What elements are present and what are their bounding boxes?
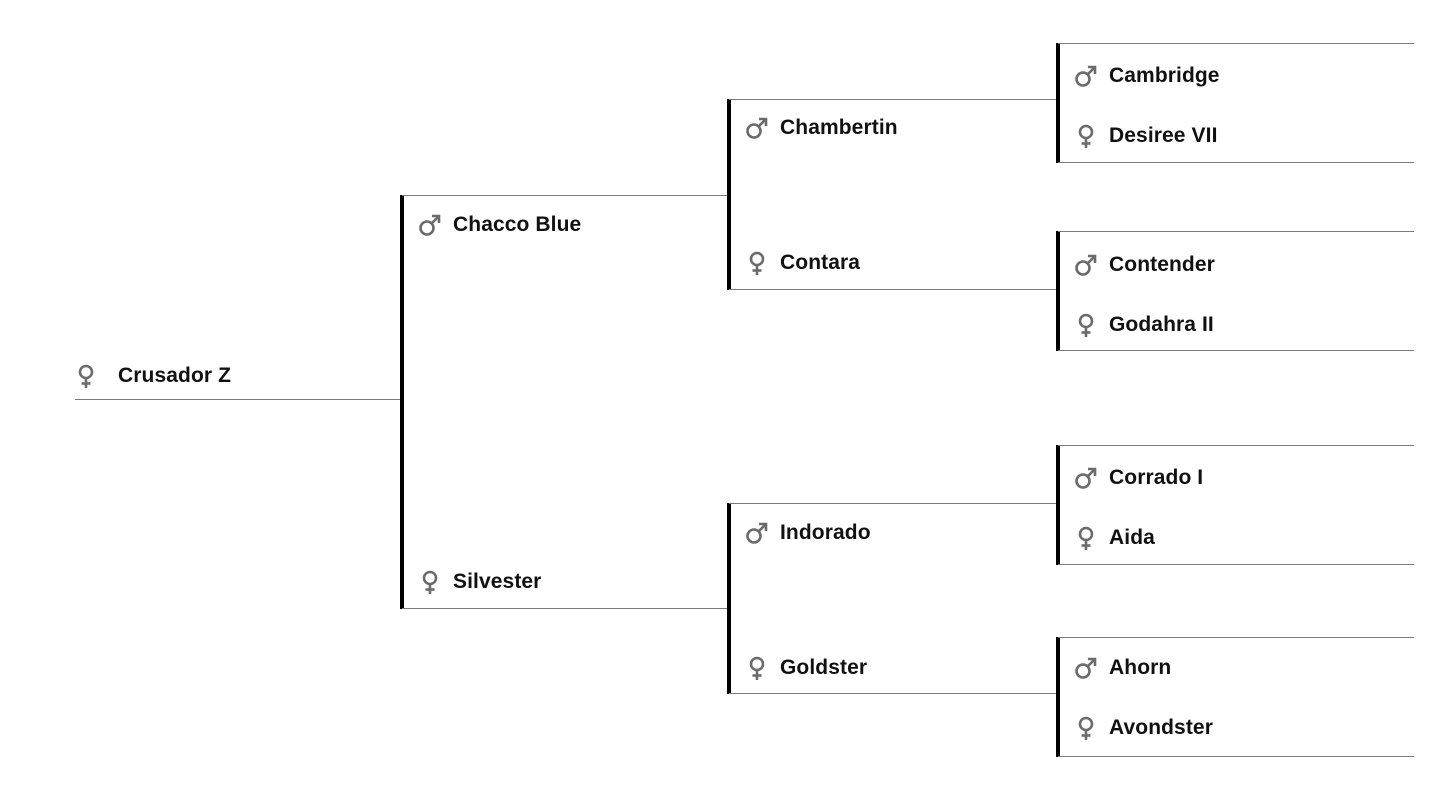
female-icon [1073,123,1099,149]
horse-name-dam-dam-sire: Ahorn [1109,656,1172,679]
pedigree-node-dam-dam-sire[interactable]: Ahorn [1073,651,1171,685]
horse-name-sire-dam-dam: Godahra II [1109,313,1214,336]
horse-name-sire: Chacco Blue [453,213,582,236]
female-icon [1073,525,1099,551]
horse-name-sire-dam: Contara [780,251,861,274]
connector-line-bottom [1058,756,1414,757]
pedigree-node-sire-dam-sire[interactable]: Contender [1073,248,1215,282]
connector-line-top [1058,43,1414,44]
generation-bar-dam-dam-parents [1056,637,1060,757]
connector-line-dam [402,608,729,609]
horse-name-sire-dam-sire: Contender [1109,253,1215,276]
horse-name-sire-sire-dam: Desiree VII [1109,124,1218,147]
connector-line-bottom [1058,350,1414,351]
male-icon [1073,465,1099,491]
generation-bar-dam-parents [727,503,731,694]
female-icon [744,250,770,276]
horse-name-dam-dam-dam: Avondster [1109,716,1213,739]
male-icon [744,115,770,141]
horse-name-dam-sire-dam: Aida [1109,526,1155,549]
generation-bar-sire-dam-parents [1056,231,1060,351]
horse-name-dam: Silvester [453,570,542,593]
connector-line-top [1058,231,1414,232]
female-icon [744,655,770,681]
connector-line-subject [75,399,403,400]
generation-bar-sire-sire-parents [1056,43,1060,163]
male-icon [417,212,443,238]
horse-name-dam-dam: Goldster [780,656,868,679]
connector-line-bottom [1058,564,1414,565]
pedigree-node-dam[interactable]: Silvester [417,565,541,599]
connector-line-dam-dam [729,693,1059,694]
male-icon [744,520,770,546]
generation-bar-dam-sire-parents [1056,445,1060,565]
generation-bar-parents [400,195,404,609]
pedigree-node-dam-sire-dam[interactable]: Aida [1073,521,1155,555]
pedigree-node-sire-sire-dam[interactable]: Desiree VII [1073,119,1218,153]
connector-line-top [1058,637,1414,638]
connector-line-sire-sire [729,99,1059,100]
male-icon [1073,655,1099,681]
pedigree-node-dam-dam[interactable]: Goldster [744,651,867,685]
male-icon [1073,63,1099,89]
pedigree-node-sire[interactable]: Chacco Blue [417,208,581,242]
horse-name-sire-sire: Chambertin [780,116,898,139]
female-icon [417,569,443,595]
pedigree-node-sire-sire-sire[interactable]: Cambridge [1073,59,1220,93]
pedigree-node-sire-dam-dam[interactable]: Godahra II [1073,308,1214,342]
female-icon [1073,312,1099,338]
female-icon [1073,715,1099,741]
generation-bar-sire-parents [727,99,731,290]
horse-name-subject: Crusador Z [118,364,232,387]
pedigree-node-sire-dam[interactable]: Contara [744,246,860,280]
pedigree-node-sire-sire[interactable]: Chambertin [744,111,898,145]
pedigree-node-dam-sire-sire[interactable]: Corrado I [1073,461,1203,495]
horse-name-sire-sire-sire: Cambridge [1109,64,1220,87]
connector-line-top [1058,445,1414,446]
horse-name-dam-sire-sire: Corrado I [1109,466,1204,489]
pedigree-node-dam-sire[interactable]: Indorado [744,516,871,550]
connector-line-sire [402,195,729,196]
connector-line-bottom [1058,162,1414,163]
connector-line-sire-dam [729,289,1059,290]
female-icon [73,363,99,389]
connector-line-dam-sire [729,503,1059,504]
horse-name-dam-sire: Indorado [780,521,871,544]
pedigree-node-subject[interactable]: Crusador Z [73,359,231,393]
pedigree-node-dam-dam-dam[interactable]: Avondster [1073,711,1213,745]
male-icon [1073,252,1099,278]
